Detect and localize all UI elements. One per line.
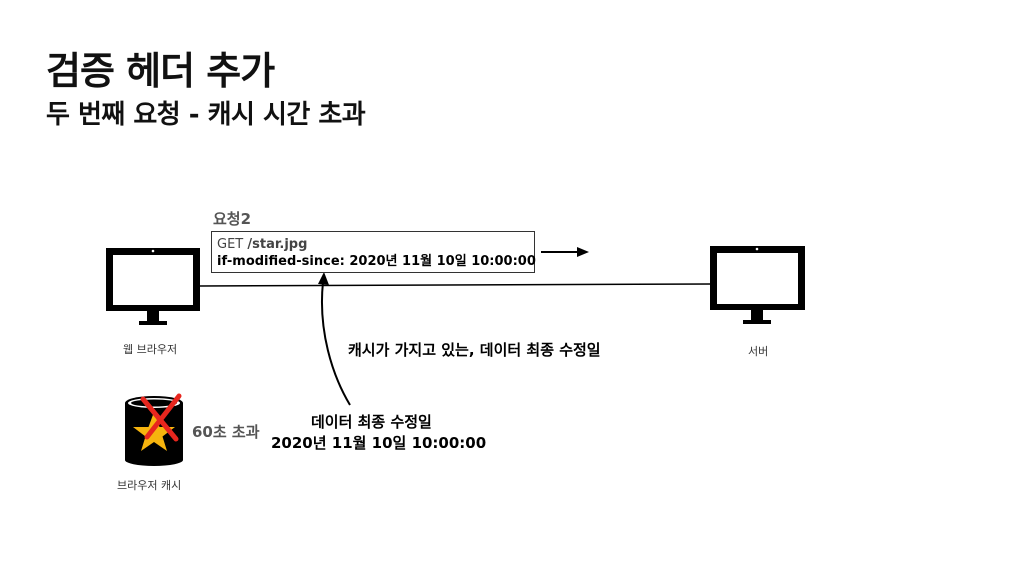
request-method: GET (217, 237, 244, 252)
server-label: 서버 (748, 345, 769, 358)
request-label: 요청2 (213, 210, 252, 228)
connection-line (199, 283, 713, 287)
modified-label: 데이터 최종 수정일 (311, 413, 432, 431)
browser-label: 웹 브라우저 (123, 343, 178, 356)
request-header-line: if-modified-since: 2020년 11월 10일 10:00:0… (217, 254, 536, 269)
cache-expired-label: 60초 초과 (192, 423, 260, 441)
pointer-arrow-icon (318, 272, 351, 406)
page-subtitle: 두 번째 요청 - 캐시 시간 초과 (46, 100, 366, 130)
request-line: GET /star.jpg (217, 236, 529, 253)
page-title: 검증 헤더 추가 (46, 49, 275, 93)
request-arrow-icon (541, 247, 589, 257)
server-monitor-icon (710, 246, 805, 324)
request-path: /star.jpg (247, 237, 308, 252)
modified-value: 2020년 11월 10일 10:00:00 (271, 434, 487, 452)
cache-note: 캐시가 가지고 있는, 데이터 최종 수정일 (348, 341, 601, 359)
browser-monitor-icon (106, 248, 200, 325)
expired-cross-icon (140, 393, 182, 442)
cache-label: 브라우저 캐시 (117, 479, 182, 492)
request-message-box: GET /star.jpg if-modified-since: 2020년 1… (211, 231, 536, 273)
